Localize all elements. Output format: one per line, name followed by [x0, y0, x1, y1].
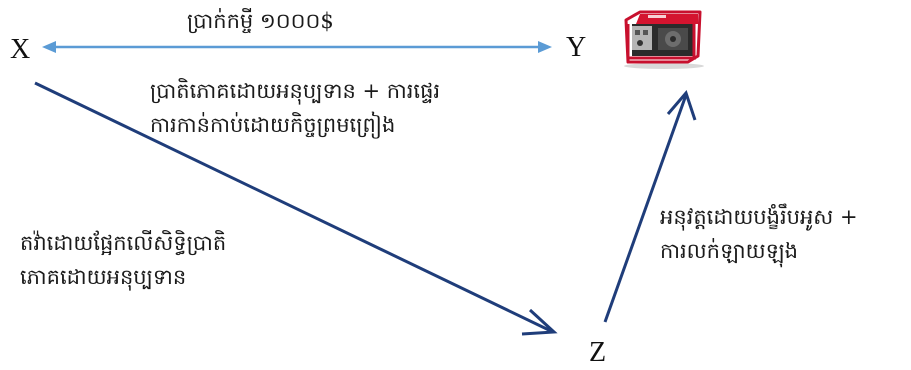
edge-x-z-label-line2: ភោគដោយអនុប្បទាន — [20, 260, 226, 294]
edge-x-y-arrow — [42, 41, 552, 53]
edge-z-y-label-line1: អនុវត្តដោយបង្ខំរឹបអូស + — [660, 200, 858, 234]
edge-z-y-label: អនុវត្តដោយបង្ខំរឹបអូស + ការលក់ឡាយឡុង — [660, 200, 858, 268]
edge-x-y-label: ប្រាក់កម្ចី ១០០០$ — [187, 4, 334, 38]
node-y: Y — [566, 32, 586, 64]
generator-icon — [618, 8, 706, 70]
node-z: Z — [589, 337, 606, 369]
edge-x-z-label-line1: តវ៉ាដោយផ្អែកលើសិទ្ធិប្រាតិ — [20, 226, 226, 260]
edge-z-y-label-line2: ការលក់ឡាយឡុង — [660, 234, 858, 268]
edge-x-y-description: ប្រាតិភោគដោយអនុប្បទាន + ការផ្ទេរ ការកាន់… — [150, 74, 440, 142]
edge-x-y-description-line1: ប្រាតិភោគដោយអនុប្បទាន + ការផ្ទេរ — [150, 74, 440, 108]
node-x: X — [10, 34, 30, 66]
edge-x-y-description-line2: ការកាន់កាប់ដោយកិច្ចព្រមព្រៀង — [150, 108, 440, 142]
edge-x-z-label: តវ៉ាដោយផ្អែកលើសិទ្ធិប្រាតិ ភោគដោយអនុប្បទ… — [20, 226, 226, 294]
